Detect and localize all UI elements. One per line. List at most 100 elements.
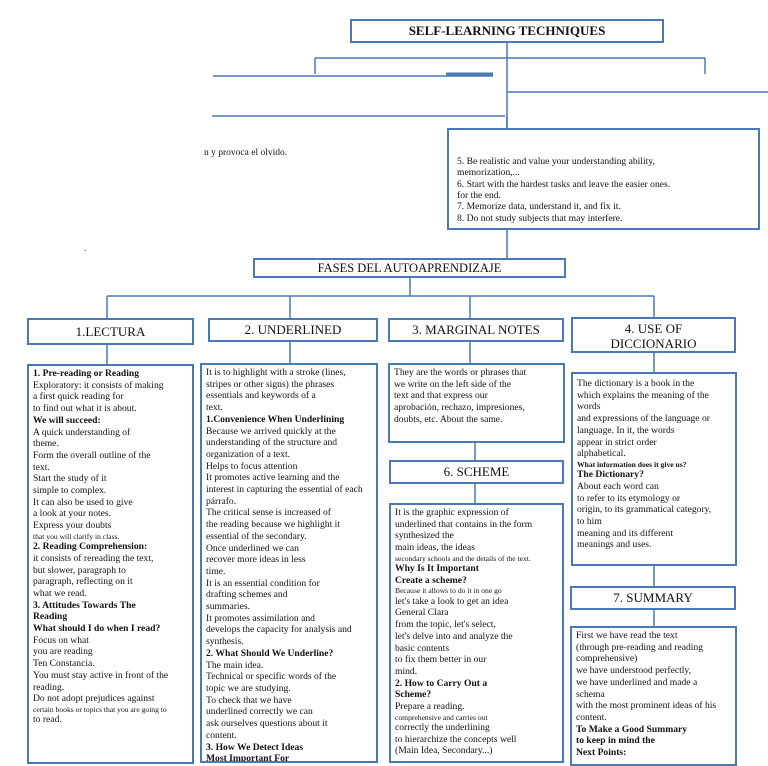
content-line: What should I do when I read? (33, 623, 161, 635)
content-line: Helps to focus attention (206, 460, 298, 472)
content-line: First we have read the text (576, 630, 678, 641)
content-line: to read. (33, 714, 62, 726)
content-line: paragraph, reflecting on it (33, 576, 133, 588)
content-line: it consists of rereading the text, (33, 552, 154, 564)
content-line: Prepare a reading. (395, 701, 465, 713)
content-line: Because we arrived quickly at the (206, 425, 336, 437)
content-line: It is an essential condition for (206, 577, 320, 589)
content-line: Exploratory: it consists of making (33, 379, 164, 391)
content-line: 1. Pre-reading or Reading (33, 368, 140, 379)
content-line: About each word can (577, 480, 659, 492)
content-line: with the most prominent ideas of his (576, 700, 717, 712)
content-line: 1.Convenience When Underlining (206, 413, 345, 425)
content-line: comprehensive and carries out (395, 712, 488, 722)
fragment-text: n y provoca el olvido. (204, 148, 288, 158)
content-line: The critical sense is increased of (206, 507, 331, 519)
content-line: The main idea. (206, 659, 264, 671)
content-line: It promotes assimilation and (206, 612, 315, 624)
heading-lectura: 1.LECTURA (27, 318, 194, 345)
content-line: underlined that contains in the form (395, 518, 533, 530)
content-line: text. (206, 402, 223, 414)
content-line: 2. What Should We Underline? (206, 647, 334, 659)
content-line: which explains the meaning of the (577, 389, 709, 401)
content-line: text and that express our (394, 390, 488, 402)
content-line: 2. Reading Comprehension: (33, 541, 148, 553)
content-line: drafting schemes and (206, 589, 288, 601)
content-line: alphabetical. (577, 448, 626, 460)
main-title: SELF-LEARNING TECHNIQUES (408, 23, 606, 38)
content-line: It can also be used to give (33, 496, 133, 508)
content-line: Create a scheme? (395, 574, 467, 586)
content-line: what we read. (33, 587, 87, 599)
content-line: Most Important For (206, 753, 290, 763)
content-line: It is to highlight with a stroke (lines, (206, 367, 346, 378)
content-line: we have understood perfectly, (576, 665, 691, 677)
phases-title-box: FASES DEL AUTOAPRENDIZAJE (253, 258, 566, 278)
content-line: Focus on what (33, 634, 89, 646)
tip-line: 8. Do not study subjects that may interf… (457, 212, 623, 224)
content-line: correctly the underlining (395, 722, 490, 733)
content-line: let's delve into and analyze the (395, 630, 513, 642)
content-line: to keep in mind the (576, 735, 655, 747)
content-line: theme. (33, 438, 59, 450)
content-line: ask ourselves questions about it (206, 718, 328, 730)
content-line: main ideas, the ideas (395, 542, 475, 554)
heading-diccionario: 4. USE OF DICCIONARIO (571, 317, 736, 353)
heading-underlined: 2. UNDERLINED (208, 318, 378, 342)
content-line: Do not adopt prejudices against (33, 693, 155, 705)
content-line: comprehensive) (576, 653, 638, 665)
content-line: to refer to its etymology or (577, 492, 681, 504)
content-line: you are reading (33, 646, 93, 658)
content-line: certain books or topics that you are goi… (33, 704, 167, 714)
content-line: let's take a look to get an idea (395, 595, 509, 607)
content-line: essential of the secondary. (206, 530, 307, 542)
content-line: Once underlined we can (206, 542, 299, 554)
content-line: Reading (33, 611, 68, 623)
heading-summary: 7. SUMMARY (570, 586, 736, 610)
content-line: General Clara (395, 607, 449, 619)
content-line: To check that we have (206, 694, 292, 706)
content-line: Form the overall outline of the (33, 449, 151, 461)
content-line: aprobación, rechazo, impresiones, (394, 402, 525, 414)
heading-marginal-notes: 3. MARGINAL NOTES (388, 318, 564, 342)
content-line: synthesized the (395, 530, 454, 542)
content-line: we write on the left side of the (394, 378, 511, 390)
content-line: understanding of the structure and (206, 437, 338, 449)
content-line: the reading because we highlight it (206, 519, 341, 531)
content-line: underlined correctly we can (206, 706, 313, 718)
content-line: The Dictionary? (577, 469, 644, 481)
content-line: We will succeed: (33, 414, 101, 426)
content-line: develops the capacity for analysis and (206, 624, 352, 636)
content-line: organization of a text. (206, 448, 291, 460)
content-line: stripes or other signs) the phrases (206, 378, 335, 390)
content-line: secondary schools and the details of the… (395, 553, 531, 563)
heading-marginal-notes-label: 3. MARGINAL NOTES (412, 322, 540, 337)
content-line: 3. How We Detect Ideas (206, 741, 304, 753)
content-line: reading. (33, 681, 65, 693)
content-line: simple to complex. (33, 485, 107, 497)
dot-mark: . (84, 244, 87, 254)
content-line: summaries. (206, 601, 250, 613)
content-line: meanings and uses. (577, 539, 652, 551)
content-line: Scheme? (395, 689, 432, 701)
content-line: and expressions of the language or (577, 413, 710, 425)
content-line: What information does it give us? (577, 459, 687, 469)
content-line: To Make a Good Summary (576, 723, 688, 735)
content-line: basic contents (395, 642, 450, 654)
content-line: It is the graphic expression of (395, 507, 509, 518)
tips-box: 5. Be realistic and value your understan… (447, 128, 760, 230)
content-line: essentials and keywords of a (206, 390, 316, 402)
heading-lectura-label: 1.LECTURA (75, 323, 146, 339)
content-line: that you will clarify in class. (33, 531, 120, 541)
tip-line: for the end. (457, 189, 501, 201)
content-line: The dictionary is a book in the (577, 378, 695, 389)
heading-scheme: 6. SCHEME (389, 460, 564, 484)
content-line: we have underlined and made a (576, 676, 698, 688)
content-line: A quick understanding of (33, 426, 131, 438)
content-line: Technical or specific words of the (206, 671, 337, 683)
content-line: to fix them better in our (395, 654, 487, 666)
content-line: topic we are studying. (206, 682, 291, 694)
content-line: a look at your notes. (33, 508, 112, 520)
